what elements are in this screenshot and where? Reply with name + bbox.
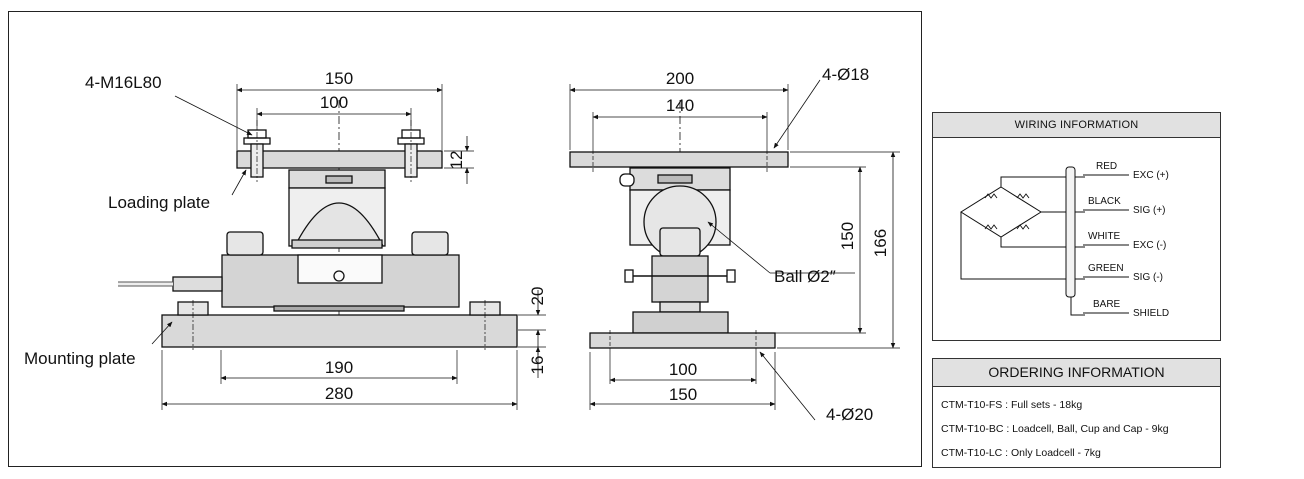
- wire-signal-sig-minus: SIG (-): [1133, 272, 1163, 283]
- ordering-panel: ORDERING INFORMATION CTM-T10-FS : Full s…: [932, 358, 1221, 468]
- front-top-bolt-right: [397, 120, 425, 182]
- wiring-title: WIRING INFORMATION: [933, 113, 1220, 138]
- ordering-item-fs: CTM-T10-FS : Full sets - 18kg: [941, 399, 1083, 411]
- side-view: [569, 79, 900, 421]
- front-dim-bottom-outer: 280: [325, 384, 353, 403]
- front-dim-top-inner: 100: [320, 93, 348, 112]
- loading-plate-label: Loading plate: [108, 193, 210, 212]
- wire-signal-exc-plus: EXC (+): [1133, 170, 1169, 181]
- front-loading-plate: [236, 150, 443, 169]
- wire-color-bare: BARE: [1093, 299, 1121, 310]
- wire-signal-sig-plus: SIG (+): [1133, 205, 1166, 216]
- front-dim-plate-thickness: 12: [447, 151, 466, 170]
- front-bolt-label: 4-M16L80: [85, 73, 162, 92]
- ball-label: Ball Ø2″: [774, 267, 836, 286]
- front-mounting-plate: [161, 314, 518, 348]
- side-dim-top-inner: 140: [666, 96, 694, 115]
- mounting-plate-label: Mounting plate: [24, 349, 136, 368]
- front-dim-bottom-inner: 190: [325, 358, 353, 377]
- side-dim-height-outer: 166: [871, 229, 890, 257]
- side-dim-bottom-outer: 150: [669, 385, 697, 404]
- front-view-labels: 4-M16L80 Loading plate Mounting plate 15…: [24, 69, 547, 403]
- side-top-plate: [569, 151, 789, 168]
- side-bottom-plate: [589, 332, 776, 349]
- ordering-title: ORDERING INFORMATION: [933, 359, 1220, 387]
- ordering-item-lc: CTM-T10-LC : Only Loadcell - 7kg: [941, 447, 1101, 459]
- side-hole-bottom-label: 4-Ø20: [826, 405, 873, 424]
- ordering-item-bc: CTM-T10-BC : Loadcell, Ball, Cup and Cap…: [941, 423, 1169, 435]
- wiring-diagram: [960, 166, 1129, 316]
- wire-color-green: GREEN: [1088, 263, 1124, 274]
- front-view: [118, 84, 546, 410]
- wire-color-white: WHITE: [1088, 231, 1121, 242]
- front-dim-top-outer: 150: [325, 69, 353, 88]
- wire-signal-exc-minus: EXC (-): [1133, 240, 1167, 251]
- wire-color-red: RED: [1096, 161, 1118, 172]
- wire-signal-shield: SHIELD: [1133, 308, 1170, 319]
- front-dim-base-height: 20: [528, 287, 547, 306]
- drawing-frame: [8, 11, 922, 467]
- wire-color-black: BLACK: [1088, 196, 1121, 207]
- wiring-panel: WIRING INFORMATION RED EXC (+) BLACK: [932, 112, 1221, 341]
- side-view-labels: 4-Ø18 4-Ø20 Ball Ø2″ 200 140 100 150 150…: [666, 65, 890, 424]
- side-hole-top-label: 4-Ø18: [822, 65, 869, 84]
- side-dim-height-inner: 150: [838, 222, 857, 250]
- side-dim-top-outer: 200: [666, 69, 694, 88]
- front-dim-base-plate: 16: [528, 356, 547, 375]
- side-dim-bottom-inner: 100: [669, 360, 697, 379]
